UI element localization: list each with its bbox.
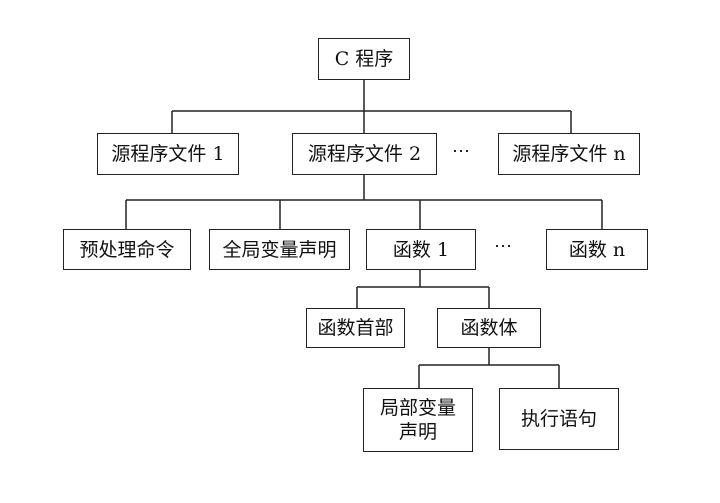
node-function-body: 函数体 (437, 308, 541, 348)
node-source-file-2: 源程序文件 2 (292, 133, 437, 175)
node-c-program: C 程序 (318, 38, 410, 80)
node-function-header: 函数首部 (306, 308, 405, 348)
node-function-n: 函数 n (546, 229, 648, 270)
node-source-file-n: 源程序文件 n (498, 133, 640, 175)
node-source-file-1: 源程序文件 1 (97, 133, 239, 175)
node-preprocessor: 预处理命令 (63, 229, 191, 270)
ellipsis-files: ⋯ (452, 141, 472, 162)
node-local-declarations: 局部变量声明 (363, 388, 473, 452)
node-global-declarations: 全局变量声明 (209, 229, 350, 270)
node-executable-statements: 执行语句 (499, 388, 619, 450)
ellipsis-functions: ⋯ (494, 236, 514, 257)
node-function-1: 函数 1 (366, 229, 476, 270)
